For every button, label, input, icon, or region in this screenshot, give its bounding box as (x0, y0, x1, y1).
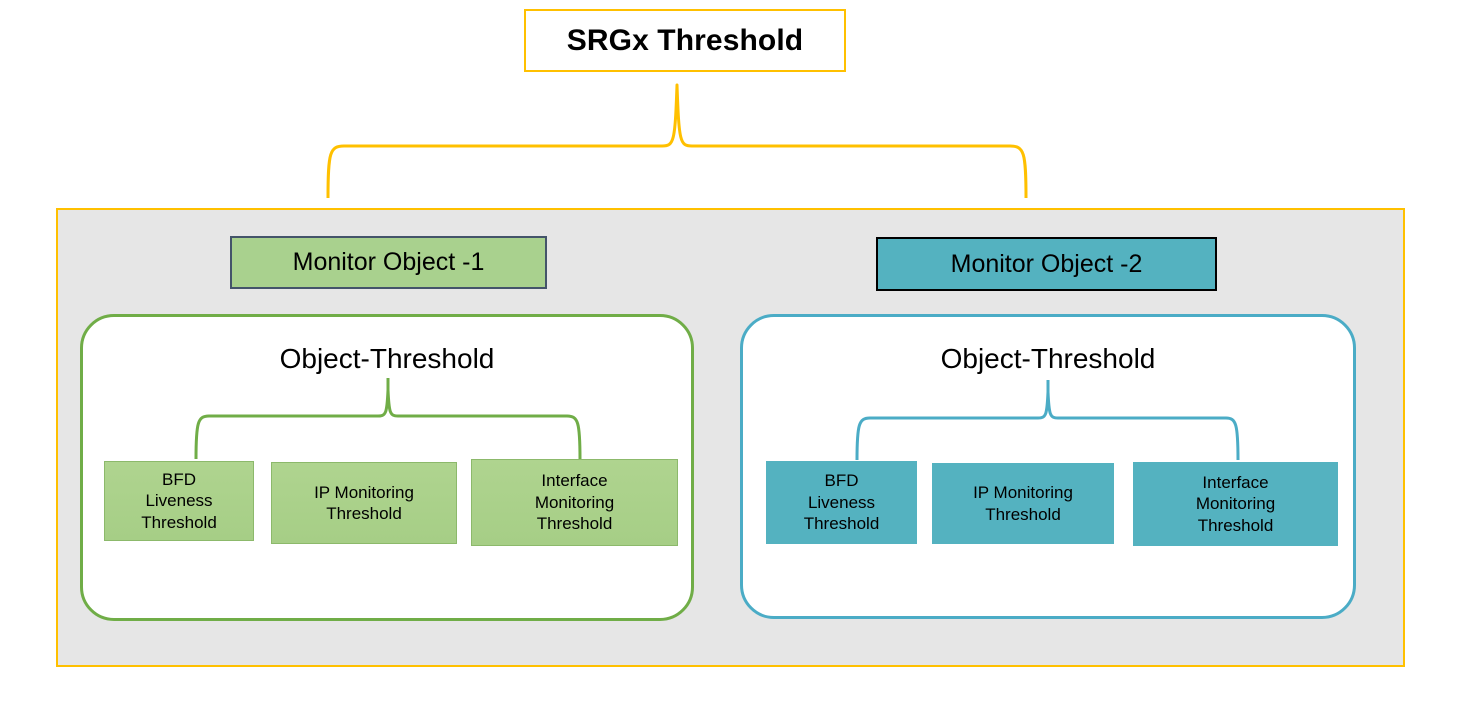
monitor-object-2-label: Monitor Object -2 (950, 249, 1143, 278)
root-node-label: SRGx Threshold (566, 23, 804, 57)
monitor-object-1-label: Monitor Object -1 (292, 248, 485, 276)
root-brace-connector (326, 83, 1028, 199)
object-threshold-title-2: Object-Threshold (940, 343, 1156, 374)
monitor-object-2-header[interactable]: Monitor Object -2 (876, 237, 1217, 291)
object-threshold-title-1: Object-Threshold (279, 343, 495, 374)
root-node-srgx-threshold[interactable]: SRGx Threshold (524, 9, 846, 72)
monitor-object-1-header[interactable]: Monitor Object -1 (230, 236, 547, 289)
